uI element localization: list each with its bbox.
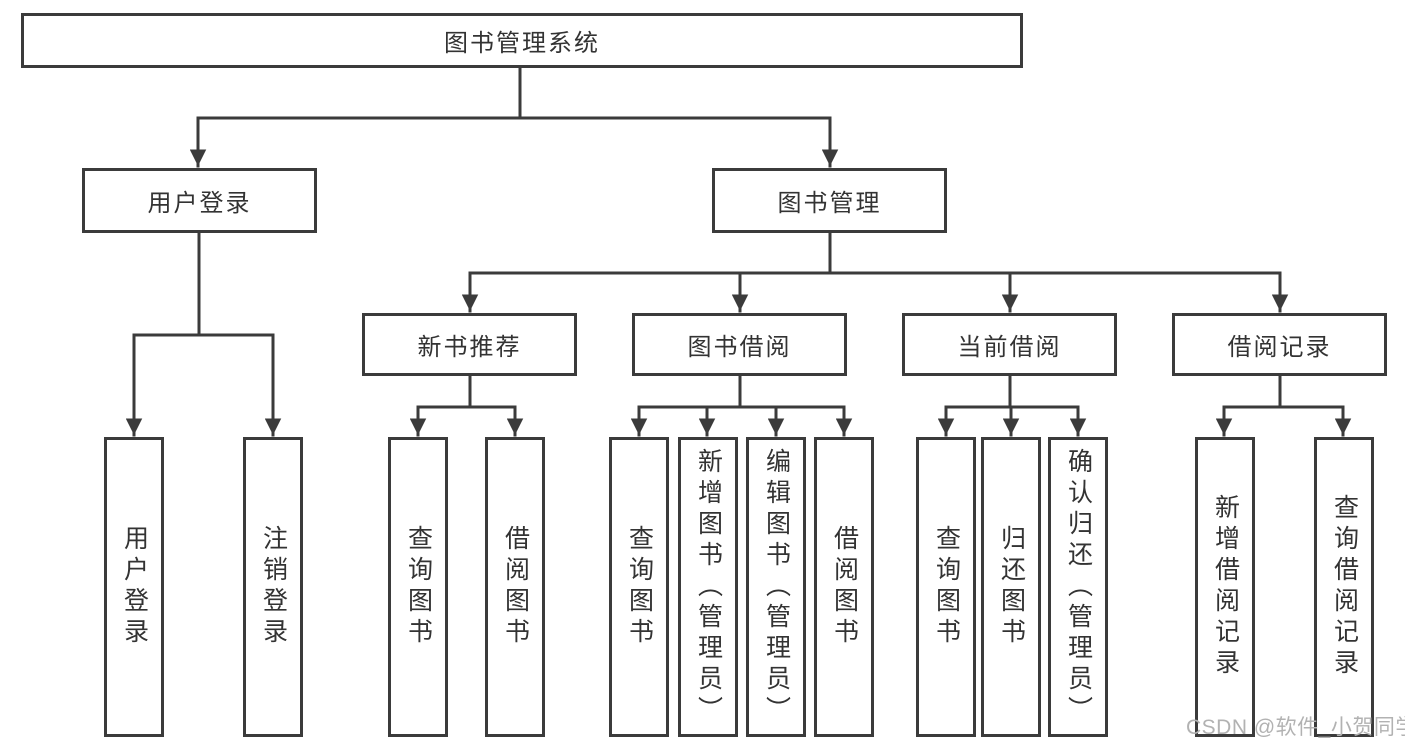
node-label: 新书推荐 <box>417 334 522 361</box>
node-book-management: 图书管理 <box>712 168 947 233</box>
leaf-label: 归还图书 <box>997 525 1026 649</box>
leaf-query-borrow-record: 查询借阅记录 <box>1314 437 1374 737</box>
leaf-label: 新增图书（管理员） <box>694 447 723 727</box>
node-label: 图书借阅 <box>687 334 792 361</box>
node-label: 图书管理系统 <box>444 30 600 57</box>
node-user-login: 用户登录 <box>82 168 317 233</box>
leaf-label: 借阅图书 <box>830 525 859 649</box>
leaf-label: 编辑图书（管理员） <box>762 447 791 727</box>
leaf-label: 注销登录 <box>259 525 288 649</box>
leaf-query-books-current: 查询图书 <box>916 437 976 737</box>
node-root-system: 图书管理系统 <box>21 13 1023 68</box>
leaf-borrow-books-recommend: 借阅图书 <box>485 437 545 737</box>
node-label: 用户登录 <box>147 190 252 217</box>
leaf-label: 用户登录 <box>120 525 149 649</box>
node-new-book-recommend: 新书推荐 <box>362 313 577 376</box>
node-book-borrow: 图书借阅 <box>632 313 847 376</box>
leaf-add-borrow-record: 新增借阅记录 <box>1195 437 1255 737</box>
leaf-query-books-borrow: 查询图书 <box>609 437 669 737</box>
leaf-label: 查询图书 <box>932 525 961 649</box>
leaf-return-books: 归还图书 <box>981 437 1041 737</box>
leaf-label: 查询借阅记录 <box>1330 494 1359 680</box>
leaf-user-login: 用户登录 <box>104 437 164 737</box>
node-label: 当前借阅 <box>957 334 1062 361</box>
leaf-edit-books-admin: 编辑图书（管理员） <box>746 437 806 737</box>
leaf-query-books-recommend: 查询图书 <box>388 437 448 737</box>
csdn-watermark: CSDN @软件_小贺同学 <box>1186 716 1405 739</box>
leaf-borrow-books: 借阅图书 <box>814 437 874 737</box>
leaf-label: 确认归还（管理员） <box>1064 447 1093 727</box>
leaf-label: 查询图书 <box>625 525 654 649</box>
leaf-label: 查询图书 <box>404 525 433 649</box>
leaf-logout: 注销登录 <box>243 437 303 737</box>
leaf-confirm-return-admin: 确认归还（管理员） <box>1048 437 1108 737</box>
leaf-label: 新增借阅记录 <box>1211 494 1240 680</box>
node-label: 图书管理 <box>777 190 882 217</box>
node-borrow-record: 借阅记录 <box>1172 313 1387 376</box>
leaf-add-books-admin: 新增图书（管理员） <box>678 437 738 737</box>
node-current-borrow: 当前借阅 <box>902 313 1117 376</box>
node-label: 借阅记录 <box>1227 334 1332 361</box>
leaf-label: 借阅图书 <box>501 525 530 649</box>
